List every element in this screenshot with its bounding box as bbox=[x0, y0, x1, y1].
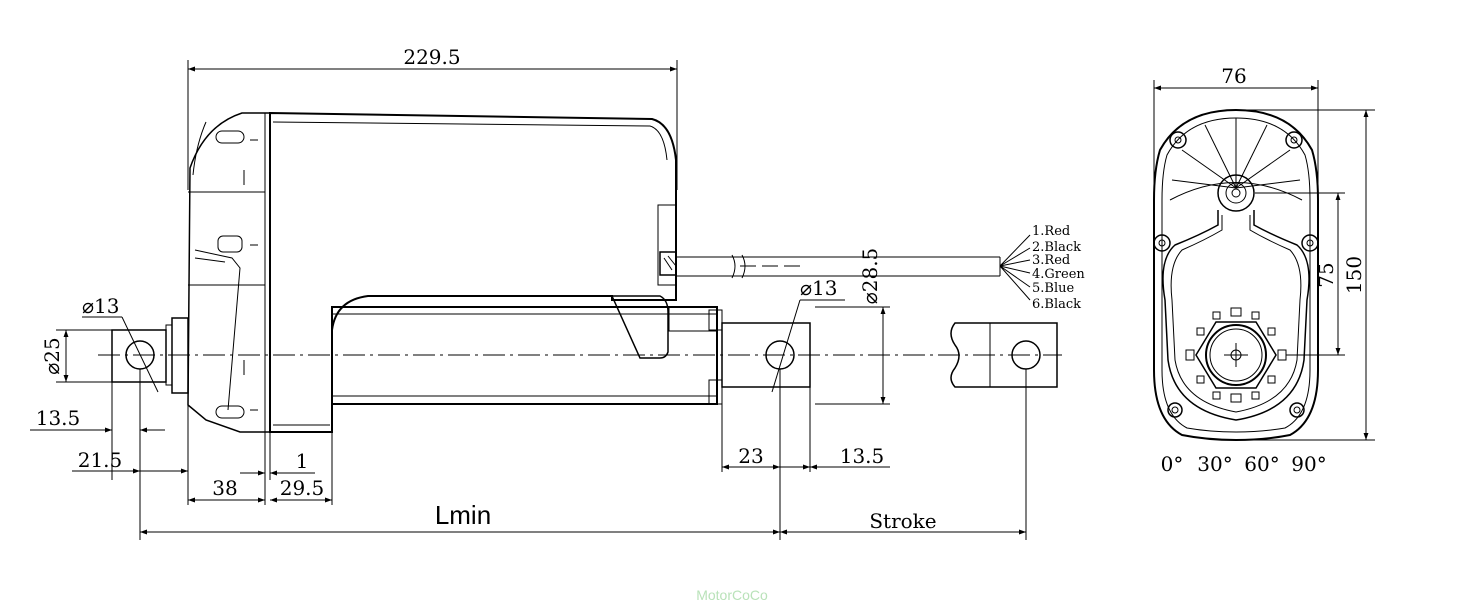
dim-gap: 1 bbox=[296, 449, 309, 473]
wire-label: 4.Green bbox=[1032, 267, 1085, 282]
angle-label: 0° bbox=[1161, 452, 1184, 476]
dim-overall-length: 229.5 bbox=[403, 45, 460, 69]
dim-collar: 29.5 bbox=[280, 476, 325, 500]
rod-rotation-marks bbox=[1185, 307, 1287, 403]
dim-tube-diameter: ⌀28.5 bbox=[858, 248, 882, 305]
angle-label: 90° bbox=[1291, 452, 1326, 476]
outer-tube bbox=[331, 295, 723, 405]
dim-pivot-height: 75 bbox=[1314, 262, 1338, 287]
dim-clevis-diameter: ⌀25 bbox=[40, 337, 64, 375]
dim-stroke: Stroke bbox=[869, 509, 936, 533]
wire-label: 1.Red bbox=[1032, 224, 1070, 239]
dim-rod-end-width: 23 bbox=[738, 444, 763, 468]
angle-label: 30° bbox=[1197, 452, 1232, 476]
mounting-bolts bbox=[1153, 131, 1319, 418]
dim-rod-end-offset: 13.5 bbox=[840, 444, 885, 468]
motor-housing bbox=[187, 111, 677, 433]
dim-rod-pin-diameter: ⌀13 bbox=[800, 276, 838, 300]
rear-clevis bbox=[111, 317, 189, 394]
wire-legend: 1.Red 2.Black 3.Red 4.Green 5.Blue 6.Bla… bbox=[1032, 224, 1085, 312]
dim-base-pin-diameter: ⌀13 bbox=[82, 294, 120, 318]
wire-label: 5.Blue bbox=[1032, 281, 1074, 296]
wire-label: 2.Black bbox=[1032, 240, 1081, 255]
end-view-dimensions bbox=[1153, 80, 1375, 441]
end-view: 76 150 75 0° 30° 60° 90° bbox=[1153, 64, 1375, 476]
watermark: MotorCoCo bbox=[696, 587, 768, 601]
dim-flange: 38 bbox=[212, 476, 237, 500]
dim-clevis-offset: 13.5 bbox=[36, 406, 81, 430]
cable bbox=[676, 234, 1031, 301]
dim-base-offset: 21.5 bbox=[78, 448, 123, 472]
dim-min-length: Lmin bbox=[435, 500, 491, 530]
wire-label: 6.Black bbox=[1032, 297, 1081, 312]
angle-label: 60° bbox=[1244, 452, 1279, 476]
dimension-lines bbox=[30, 60, 1027, 540]
wire-label: 3.Red bbox=[1032, 253, 1070, 268]
dim-width: 76 bbox=[1221, 64, 1246, 88]
dim-height: 150 bbox=[1342, 256, 1366, 294]
rotation-angle-labels: 0° 30° 60° 90° bbox=[1161, 452, 1327, 476]
side-view: 229.5 ⌀13 ⌀13 ⌀25 ⌀28.5 13.5 21.5 38 1 2… bbox=[30, 45, 1085, 540]
